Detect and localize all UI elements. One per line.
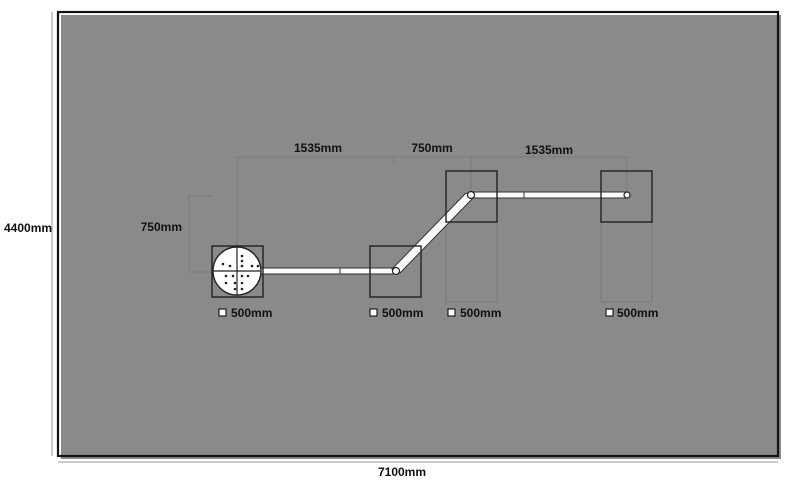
- base-4: [600, 170, 653, 223]
- base-2: [369, 245, 422, 298]
- base-3-size-label: 500mm: [460, 306, 501, 320]
- turntable-bolts: [221, 254, 260, 291]
- base-1: [211, 245, 264, 298]
- rail-path: [236, 190, 631, 276]
- top-dimension-chain: [236, 156, 628, 247]
- span-left-label: 1535mm: [294, 141, 342, 155]
- vertical-offset-dimension: [188, 195, 213, 273]
- site-boundary: [56, 10, 780, 458]
- base-extension-guides: [445, 222, 653, 303]
- overall-width-label: 7100mm: [378, 465, 426, 479]
- base-2-size-label: 500mm: [382, 306, 423, 320]
- span-middle-label: 750mm: [411, 141, 452, 155]
- overall-height-label: 4400mm: [4, 221, 52, 235]
- base-3: [445, 170, 498, 223]
- vertical-offset-label: 750mm: [141, 220, 182, 234]
- base-1-size-label: 500mm: [231, 306, 272, 320]
- boundary-shadow: [61, 15, 781, 459]
- span-right-label: 1535mm: [525, 143, 573, 157]
- base-4-size-label: 500mm: [617, 306, 658, 320]
- size-markers: [218, 308, 614, 317]
